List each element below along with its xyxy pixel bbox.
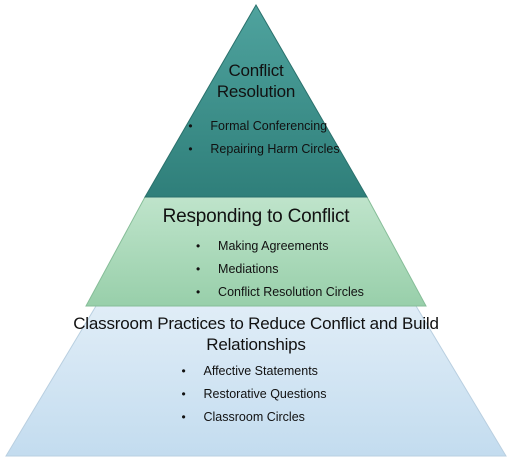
bullet: • (196, 284, 201, 299)
tier-top-title: Conflict Resolution (0, 60, 512, 103)
tier-top-shape (144, 4, 368, 198)
bullet: • (196, 238, 201, 253)
tier-bottom-title: Classroom Practices to Reduce Conflict a… (0, 313, 512, 356)
bullet: • (181, 409, 186, 424)
list-item: •Mediations (196, 258, 364, 281)
list-item: •Formal Conferencing (188, 115, 339, 138)
tier-top-list: •Formal Conferencing •Repairing Harm Cir… (188, 115, 339, 161)
tier-middle-title-line-1: Responding to Conflict (162, 206, 350, 227)
tier-middle-text: Responding to Conflict •Making Agreement… (0, 205, 512, 304)
bullet: • (181, 386, 186, 401)
bullet: • (196, 261, 201, 276)
tier-middle-title: Responding to Conflict (0, 205, 512, 229)
tier-top-title-line-1: Conflict (228, 61, 284, 80)
list-item: •Making Agreements (196, 235, 364, 258)
tier-bottom-text: Classroom Practices to Reduce Conflict a… (0, 313, 512, 429)
tier-top-text: Conflict Resolution •Formal Conferencing… (0, 60, 512, 161)
tier-middle-list: •Making Agreements •Mediations •Conflict… (196, 235, 364, 304)
bullet: • (188, 141, 193, 156)
tier-bottom-list: •Affective Statements •Restorative Quest… (182, 360, 327, 429)
list-item: •Restorative Questions (182, 383, 327, 406)
list-item: •Repairing Harm Circles (188, 138, 339, 161)
tier-top-title-line-2: Resolution (216, 82, 296, 102)
list-item: •Affective Statements (182, 360, 327, 383)
list-item: •Classroom Circles (182, 406, 327, 429)
list-item: •Conflict Resolution Circles (196, 281, 364, 304)
tier-bottom-title-line-2: Relationships (206, 335, 306, 355)
bullet: • (188, 118, 193, 133)
bullet: • (181, 363, 186, 378)
tier-bottom-title-line-1: Classroom Practices to Reduce Conflict a… (73, 314, 439, 333)
